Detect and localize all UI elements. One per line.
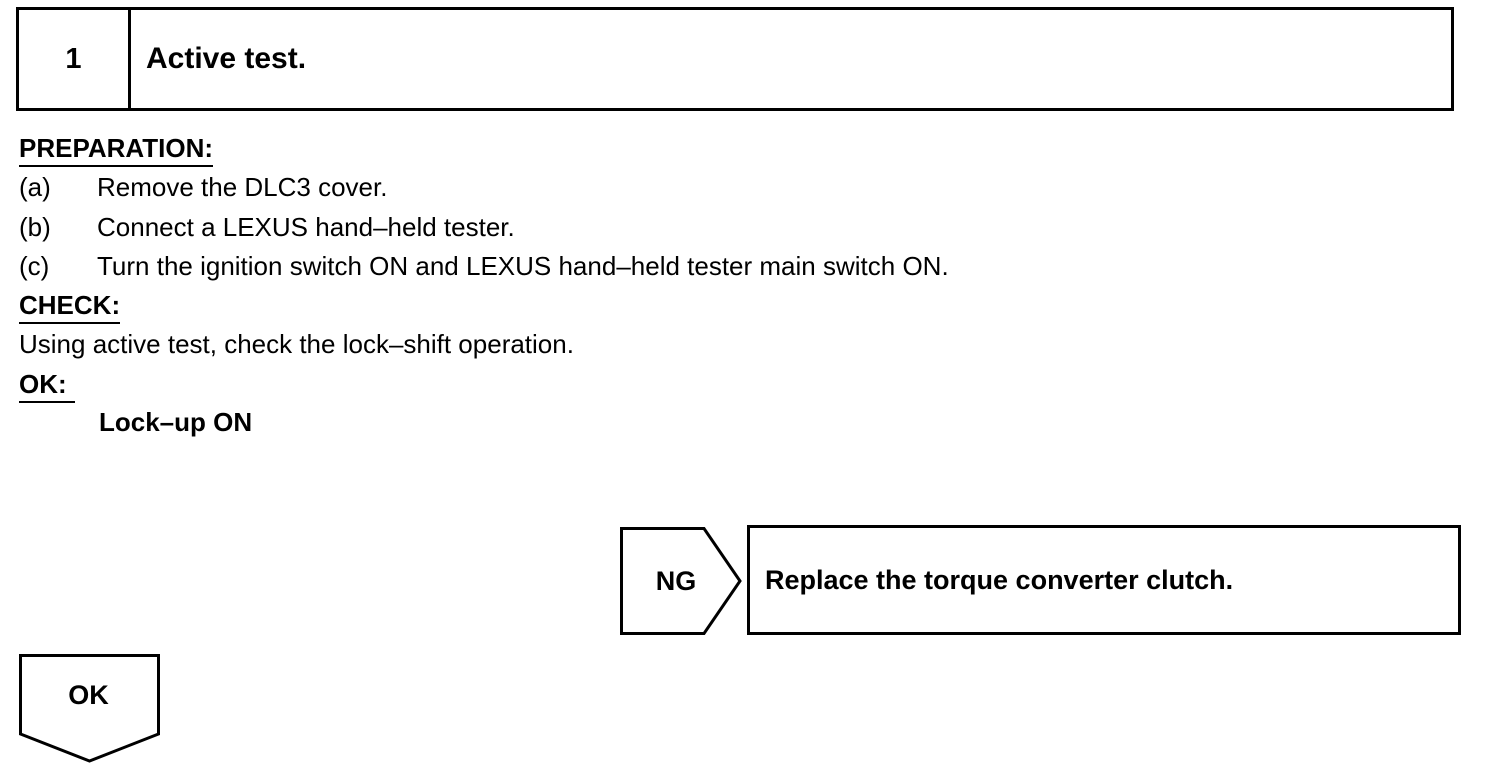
ok-spec-value: Lock–up ON [99,407,253,437]
ng-label: NG [655,565,697,596]
item-marker: (a) [19,172,51,202]
item-text: Turn the ignition switch ON and LEXUS ha… [97,251,949,281]
ng-arrow-icon [620,527,742,635]
ok-arrow-icon [19,654,160,763]
step-header: 1 Active test. [16,7,1454,111]
step-title: Active test. [146,42,307,75]
preparation-item-c: (c) Turn the ignition switch ON and LEXUS… [19,250,949,282]
item-marker: (b) [19,212,51,242]
ng-action-box: Replace the torque converter clutch. [747,525,1461,635]
ok-label: OK [68,679,109,710]
item-text: Connect a LEXUS hand–held tester. [97,212,515,242]
item-marker: (c) [19,251,50,281]
ng-action-text: Replace the torque converter clutch. [765,564,1234,595]
preparation-item-b: (b) Connect a LEXUS hand–held tester. [19,211,515,243]
preparation-heading: PREPARATION: [19,132,214,167]
check-heading: CHECK: [19,289,121,324]
check-text: Using active test, check the lock–shift … [19,329,574,359]
item-text: Remove the DLC3 cover. [97,172,388,202]
ok-spec-heading: OK: [19,368,75,403]
step-number: 1 [19,10,131,108]
preparation-item-a: (a) Remove the DLC3 cover. [19,171,387,203]
